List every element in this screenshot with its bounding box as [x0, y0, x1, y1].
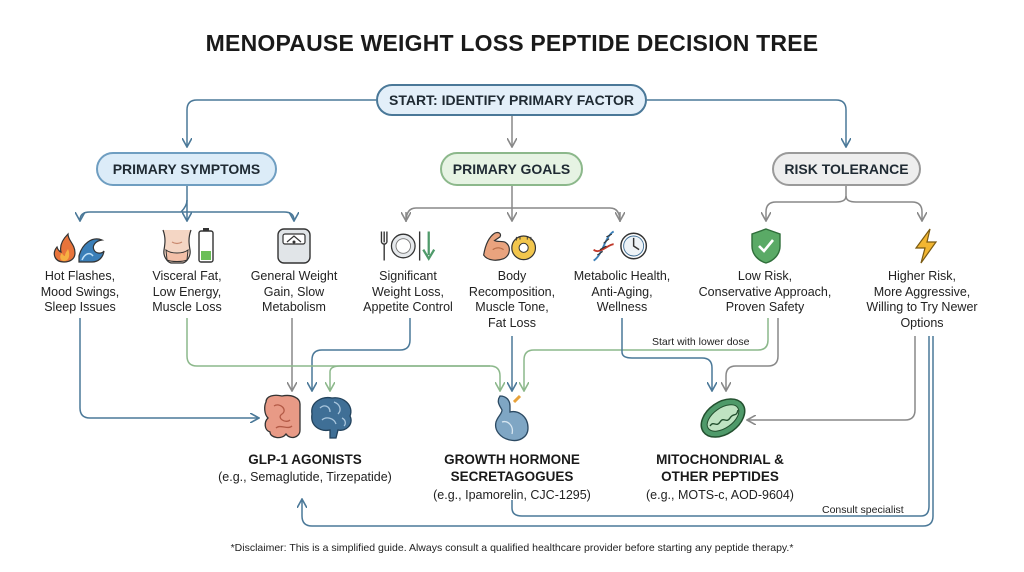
muscle-and-tape-icon [483, 231, 537, 261]
wire-hot-to-glp1 [79, 318, 258, 418]
wire-lowrisk-to-mito [726, 318, 779, 390]
category-risk-tolerance: RISK TOLERANCE [772, 152, 921, 186]
torso-and-battery-icon [162, 228, 214, 264]
leaf-general-weight: General Weight Gain, Slow Metabolism [250, 269, 338, 314]
pituitary-icon [494, 394, 529, 442]
wire-lowrisk-to-ghs [524, 318, 769, 390]
page-title: MENOPAUSE WEIGHT LOSS PEPTIDE DECISION T… [205, 30, 819, 56]
dna-and-clock-icon [592, 230, 648, 262]
plate-and-arrow-icon [380, 231, 436, 261]
leaf-visceral-fat: Visceral Fat, Low Energy, Muscle Loss [152, 269, 222, 314]
leaf-hot-flashes: Hot Flashes, Mood Swings, Sleep Issues [40, 269, 120, 314]
outcome-glp1-name: GLP-1 AGONISTS [248, 452, 362, 467]
lightning-icon [914, 228, 938, 264]
flame-and-wave-icon [53, 232, 105, 263]
leaf-metabolic-health: Metabolic Health, Anti-Aging, Wellness [573, 269, 671, 314]
start-node: START: IDENTIFY PRIMARY FACTOR [376, 84, 647, 116]
wire-highrisk-to-mito [748, 336, 916, 420]
gut-and-brain-icon [264, 394, 352, 439]
wire-sig-to-glp1 [312, 318, 411, 390]
leaf-significant-loss: Significant Weight Loss, Appetite Contro… [363, 269, 453, 314]
category-primary-goals: PRIMARY GOALS [440, 152, 583, 186]
wire-glp-to-ghs [329, 365, 490, 373]
scale-icon [277, 228, 311, 264]
wire-start-risk [647, 99, 846, 146]
shield-check-icon [751, 228, 781, 264]
note-lower-dose: Start with lower dose [652, 336, 750, 348]
disclaimer: *Disclaimer: This is a simplified guide.… [230, 542, 794, 554]
note-consult-specialist: Consult specialist [822, 504, 904, 516]
outcome-glp1-examples: (e.g., Semaglutide, Tirzepatide) [218, 470, 392, 484]
wire-metabolic-to-mito [621, 318, 712, 390]
category-primary-symptoms: PRIMARY SYMPTOMS [96, 152, 277, 186]
wire-ghs-consult [511, 336, 930, 517]
leaf-low-risk: Low Risk, Conservative Approach, Proven … [698, 269, 832, 314]
outcome-ghs-name: GROWTH HORMONE SECRETAGOGUES [444, 452, 580, 484]
outcome-mito-name: MITOCHONDRIAL & OTHER PEPTIDES [656, 452, 784, 484]
mitochondrion-icon [700, 398, 746, 438]
outcome-mito-examples: (e.g., MOTS-c, AOD-9604) [646, 488, 794, 502]
outcome-ghs-examples: (e.g., Ipamorelin, CJC-1295) [433, 488, 591, 502]
wire-consult-to-glp1 [302, 336, 934, 527]
leaf-body-recomposition: Body Recomposition, Muscle Tone, Fat Los… [468, 269, 556, 330]
leaf-higher-risk: Higher Risk, More Aggressive, Willing to… [866, 269, 978, 330]
wire-start-symptoms [187, 99, 376, 146]
